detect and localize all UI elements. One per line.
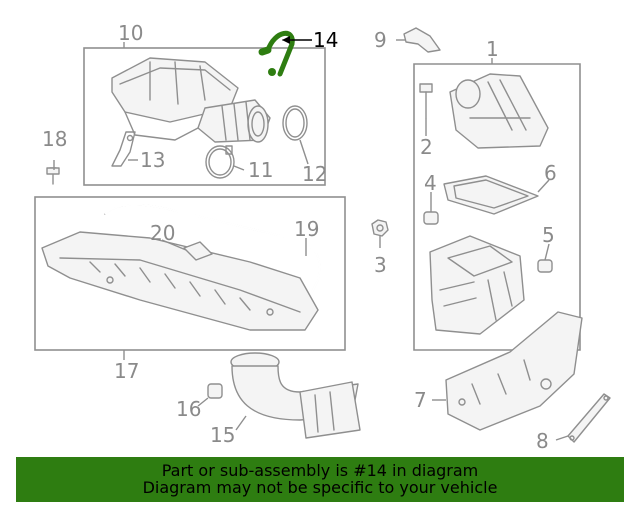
part-18-bolt[interactable]	[46, 167, 60, 185]
callout-16[interactable]: 16	[176, 397, 201, 421]
callout-14[interactable]: 14	[313, 28, 338, 52]
callout-18[interactable]: 18	[42, 127, 67, 151]
part-7-bracket[interactable]	[445, 311, 583, 431]
callout-14-arrow	[282, 36, 290, 44]
part-12-clamp[interactable]	[282, 105, 308, 141]
group-box-17	[34, 196, 346, 351]
callout-7[interactable]: 7	[414, 388, 427, 412]
part-19-hose[interactable]	[104, 203, 321, 297]
callout-3[interactable]: 3	[374, 253, 387, 277]
banner-line-2: Diagram may not be specific to your vehi…	[142, 478, 498, 497]
part-14-hose[interactable]	[258, 31, 295, 77]
part-2-bolt[interactable]	[419, 83, 433, 119]
callout-20[interactable]: 20	[150, 221, 175, 245]
part-8-brace[interactable]	[567, 393, 611, 443]
part-11-clamp[interactable]	[205, 145, 235, 179]
banner-line-1: Part or sub-assembly is #14 in diagram	[161, 461, 479, 480]
callout-8[interactable]: 8	[536, 429, 549, 453]
callout-10[interactable]: 10	[118, 21, 143, 45]
part-3-nut[interactable]	[371, 219, 389, 237]
callout-13[interactable]: 13	[140, 148, 165, 172]
part-15-duct[interactable]	[230, 352, 361, 439]
part-17-shield[interactable]	[41, 231, 319, 331]
callout-17[interactable]: 17	[114, 359, 139, 383]
part-20-label[interactable]	[183, 241, 213, 261]
callout-11[interactable]: 11	[248, 158, 273, 182]
part-6-filter[interactable]	[443, 175, 539, 215]
callout-6[interactable]: 6	[544, 161, 557, 185]
callout-19[interactable]: 19	[294, 217, 319, 241]
group-box-10	[83, 47, 326, 186]
callout-5[interactable]: 5	[542, 223, 555, 247]
callout-1[interactable]: 1	[486, 37, 499, 61]
part-1-housing[interactable]	[429, 235, 525, 335]
info-banner: Part or sub-assembly is #14 in diagram D…	[16, 457, 624, 502]
part-16-grommet[interactable]	[207, 383, 223, 399]
part-9-bracket[interactable]	[403, 27, 441, 53]
callout-15[interactable]: 15	[210, 423, 235, 447]
group-box-1	[413, 63, 581, 351]
part-13-bracket[interactable]	[111, 131, 136, 167]
callout-2[interactable]: 2	[420, 135, 433, 159]
callout-12[interactable]: 12	[302, 162, 327, 186]
part-5-grommet[interactable]	[537, 259, 553, 273]
part-10-air-duct[interactable]	[111, 57, 271, 143]
callout-4[interactable]: 4	[424, 171, 437, 195]
part-1-cover[interactable]	[449, 73, 549, 149]
leader-lines	[53, 39, 569, 441]
callout-9[interactable]: 9	[374, 28, 387, 52]
part-4-grommet[interactable]	[423, 211, 439, 225]
